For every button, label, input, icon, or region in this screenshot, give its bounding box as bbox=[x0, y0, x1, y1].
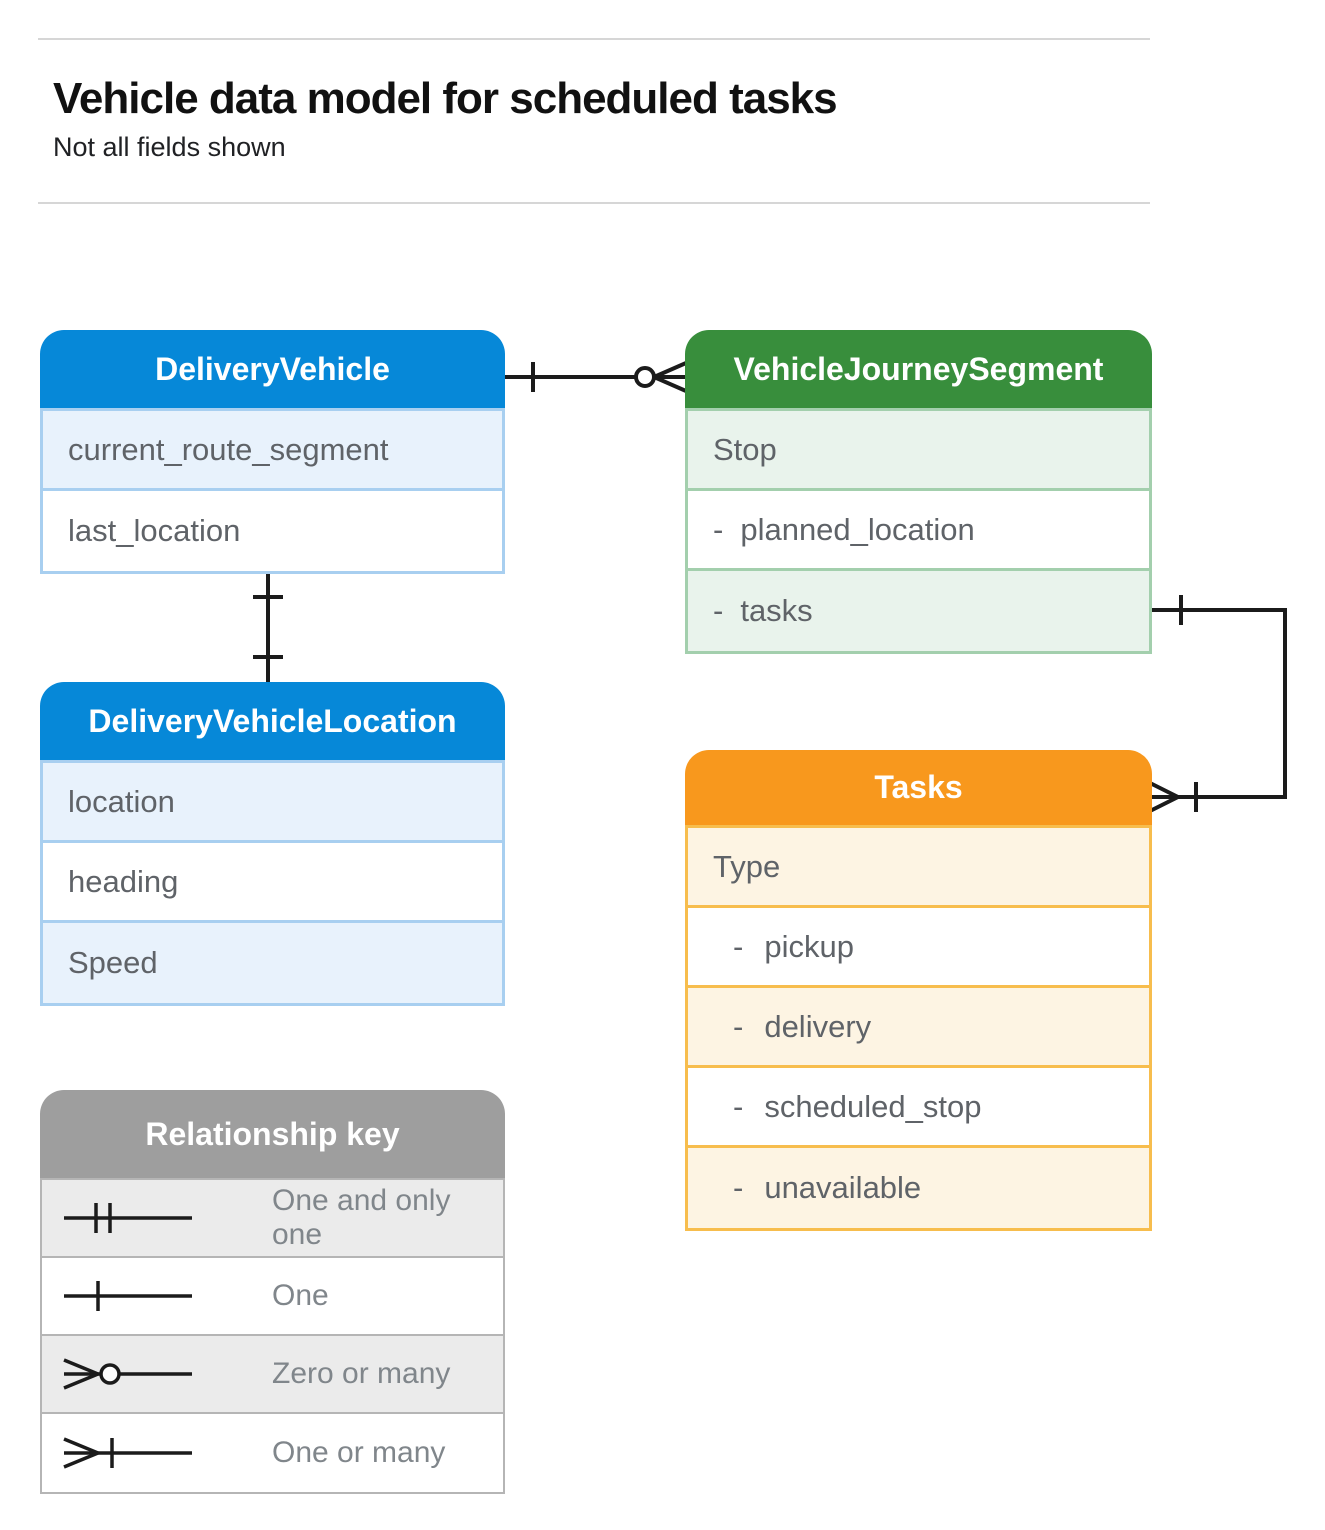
connector-tasksfield-tasks bbox=[1149, 595, 1287, 813]
zero-circle-icon bbox=[634, 366, 656, 388]
field-row: -unavailable bbox=[688, 1148, 1149, 1228]
field-row: -scheduled_stop bbox=[688, 1068, 1149, 1148]
legend-header: Relationship key bbox=[40, 1090, 505, 1178]
field-dash: - bbox=[733, 928, 744, 964]
legend-label: One and only one bbox=[272, 1184, 451, 1251]
field-row: Type bbox=[688, 828, 1149, 908]
page-title: Vehicle data model for scheduled tasks bbox=[53, 74, 838, 123]
field-dash: - bbox=[733, 1170, 744, 1205]
field-row: -pickup bbox=[688, 908, 1149, 988]
title-divider bbox=[38, 202, 1150, 204]
field-label: pickup bbox=[764, 928, 854, 964]
entity-delivery-vehicle-location: DeliveryVehicleLocation location heading… bbox=[40, 682, 505, 1006]
field-row: Speed bbox=[43, 923, 502, 1003]
zero-or-many-icon bbox=[60, 1352, 220, 1396]
field-dash: - bbox=[733, 1008, 744, 1044]
legend-item: One or many bbox=[42, 1414, 503, 1492]
one-or-many-icon bbox=[60, 1431, 220, 1475]
legend-item: One bbox=[42, 1258, 503, 1336]
field-label: unavailable bbox=[764, 1170, 922, 1205]
field-label: Stop bbox=[713, 431, 777, 467]
field-row: -planned_location bbox=[688, 491, 1149, 571]
entity-header: VehicleJourneySegment bbox=[685, 330, 1152, 408]
field-row: Stop bbox=[688, 411, 1149, 491]
relationship-key: Relationship key One and only one bbox=[40, 1090, 505, 1494]
entity-fields: Stop -planned_location -tasks bbox=[685, 408, 1152, 654]
legend-item: Zero or many bbox=[42, 1336, 503, 1414]
entity-header: Tasks bbox=[685, 750, 1152, 825]
field-row: last_location bbox=[43, 491, 502, 571]
legend-label: Zero or many bbox=[272, 1357, 451, 1390]
crows-foot-icon bbox=[1149, 781, 1179, 799]
field-label: tasks bbox=[740, 593, 813, 628]
field-label: location bbox=[68, 783, 175, 819]
entity-vehicle-journey-segment: VehicleJourneySegment Stop -planned_loca… bbox=[685, 330, 1152, 654]
field-label: delivery bbox=[764, 1008, 872, 1044]
field-dash: - bbox=[733, 1088, 744, 1124]
page-subtitle: Not all fields shown bbox=[53, 132, 286, 162]
connector-deliveryvehicle-deliveryvehiclelocation bbox=[253, 568, 283, 682]
field-label: scheduled_stop bbox=[764, 1088, 982, 1124]
entity-delivery-vehicle: DeliveryVehicle current_route_segment la… bbox=[40, 330, 505, 574]
legend-label: One bbox=[272, 1279, 329, 1312]
entity-fields: Type -pickup -delivery -scheduled_stop -… bbox=[685, 825, 1152, 1231]
field-label: current_route_segment bbox=[68, 431, 389, 467]
field-row: -tasks bbox=[688, 571, 1149, 651]
field-dash: - bbox=[713, 511, 724, 547]
entity-fields: current_route_segment last_location bbox=[40, 408, 505, 574]
entity-header: DeliveryVehicleLocation bbox=[40, 682, 505, 760]
crows-foot-icon bbox=[653, 361, 687, 379]
legend-item: One and only one bbox=[42, 1180, 503, 1258]
legend-label: One or many bbox=[272, 1436, 446, 1469]
field-row: current_route_segment bbox=[43, 411, 502, 491]
top-divider bbox=[38, 38, 1150, 40]
legend-items: One and only one One bbox=[40, 1178, 505, 1494]
entity-header: DeliveryVehicle bbox=[40, 330, 505, 408]
field-label: Type bbox=[713, 848, 781, 884]
field-row: heading bbox=[43, 843, 502, 923]
field-label: planned_location bbox=[740, 511, 975, 547]
field-label: last_location bbox=[68, 513, 241, 548]
field-row: -delivery bbox=[688, 988, 1149, 1068]
entity-fields: location heading Speed bbox=[40, 760, 505, 1006]
field-label: Speed bbox=[68, 945, 158, 980]
one-icon bbox=[60, 1274, 220, 1318]
field-dash: - bbox=[713, 593, 724, 628]
field-row: location bbox=[43, 763, 502, 843]
one-and-only-one-icon bbox=[60, 1196, 220, 1240]
connector-deliveryvehicle-vehiclejourneysegment bbox=[505, 361, 687, 393]
field-label: heading bbox=[68, 863, 179, 899]
entity-tasks: Tasks Type -pickup -delivery -scheduled_… bbox=[685, 750, 1152, 1231]
